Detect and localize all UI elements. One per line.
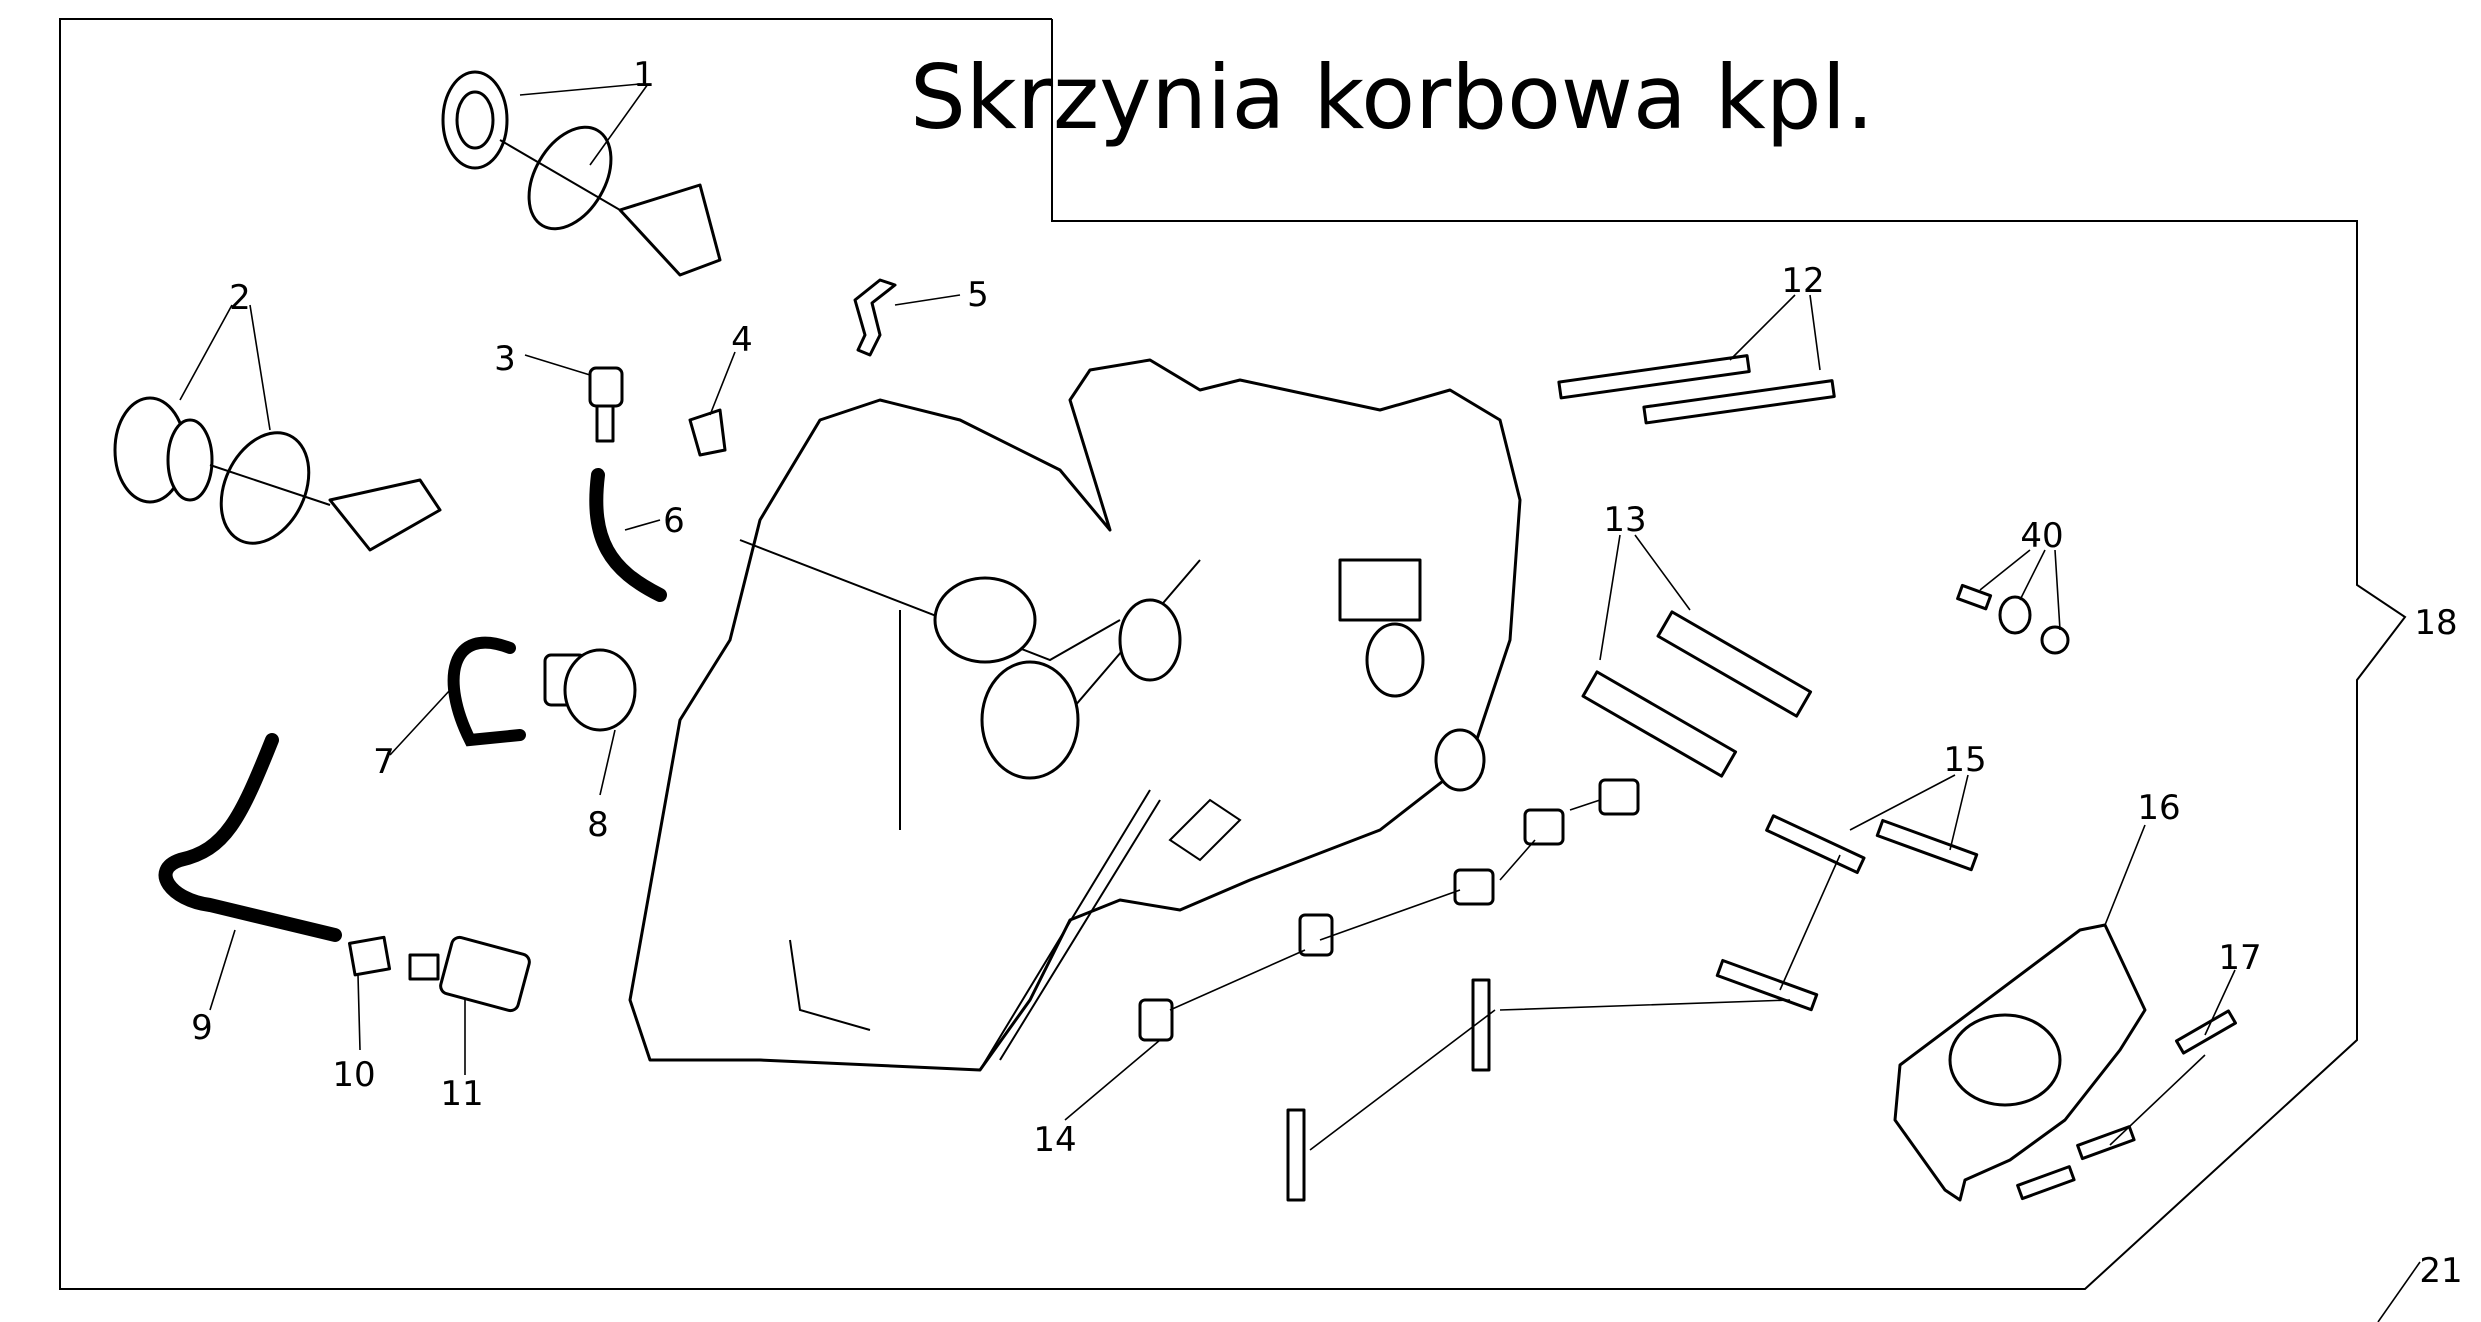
callout-2: 2 bbox=[229, 278, 251, 318]
part-15-screws bbox=[1286, 814, 1979, 1202]
part-14-sleeves bbox=[1138, 778, 1640, 1042]
callout-18: 18 bbox=[2414, 603, 2457, 643]
callout-8: 8 bbox=[587, 805, 609, 845]
leader-21 bbox=[2377, 1261, 2421, 1322]
callout-17: 17 bbox=[2218, 938, 2261, 978]
callout-7: 7 bbox=[373, 742, 395, 782]
part-12-bolts bbox=[1557, 354, 1836, 425]
part-16-seal bbox=[1948, 1013, 2062, 1107]
callout-5: 5 bbox=[967, 275, 989, 315]
callout-21: 21 bbox=[2419, 1251, 2462, 1291]
callout-9: 9 bbox=[191, 1008, 213, 1048]
assembly-frame bbox=[59, 18, 2407, 1290]
part-3-valve bbox=[588, 366, 624, 443]
callout-4: 4 bbox=[731, 320, 753, 360]
callout-10: 10 bbox=[332, 1055, 375, 1095]
part-7-hose bbox=[447, 636, 526, 747]
diagram-title: Skrzynia korbowa kpl. bbox=[910, 46, 1874, 149]
crankcase-drawing bbox=[628, 358, 1522, 1072]
callout-14: 14 bbox=[1033, 1120, 1076, 1160]
part-11-filter bbox=[408, 935, 531, 1013]
leader-lines bbox=[179, 83, 2236, 1151]
part-8-primer-bulb bbox=[543, 648, 637, 732]
part-6-hose bbox=[589, 468, 667, 602]
callout-15: 15 bbox=[1943, 740, 1986, 780]
part-2-fuel-cap bbox=[113, 396, 442, 552]
part-4-grommet bbox=[688, 408, 727, 457]
callout-3: 3 bbox=[494, 339, 516, 379]
callout-12: 12 bbox=[1781, 261, 1824, 301]
part-10-plug bbox=[347, 935, 392, 977]
part-5-hose bbox=[853, 278, 897, 357]
callout-6: 6 bbox=[663, 501, 685, 541]
callout-1: 1 bbox=[633, 55, 655, 95]
part-1-oil-cap bbox=[441, 70, 722, 277]
callout-16: 16 bbox=[2137, 788, 2180, 828]
part-40-small-parts bbox=[1956, 583, 2070, 655]
callout-13: 13 bbox=[1603, 500, 1646, 540]
part-13-studs bbox=[1581, 610, 1813, 778]
part-9-fuel-line bbox=[158, 733, 342, 942]
callout-40: 40 bbox=[2020, 516, 2063, 556]
callout-11: 11 bbox=[440, 1074, 483, 1114]
